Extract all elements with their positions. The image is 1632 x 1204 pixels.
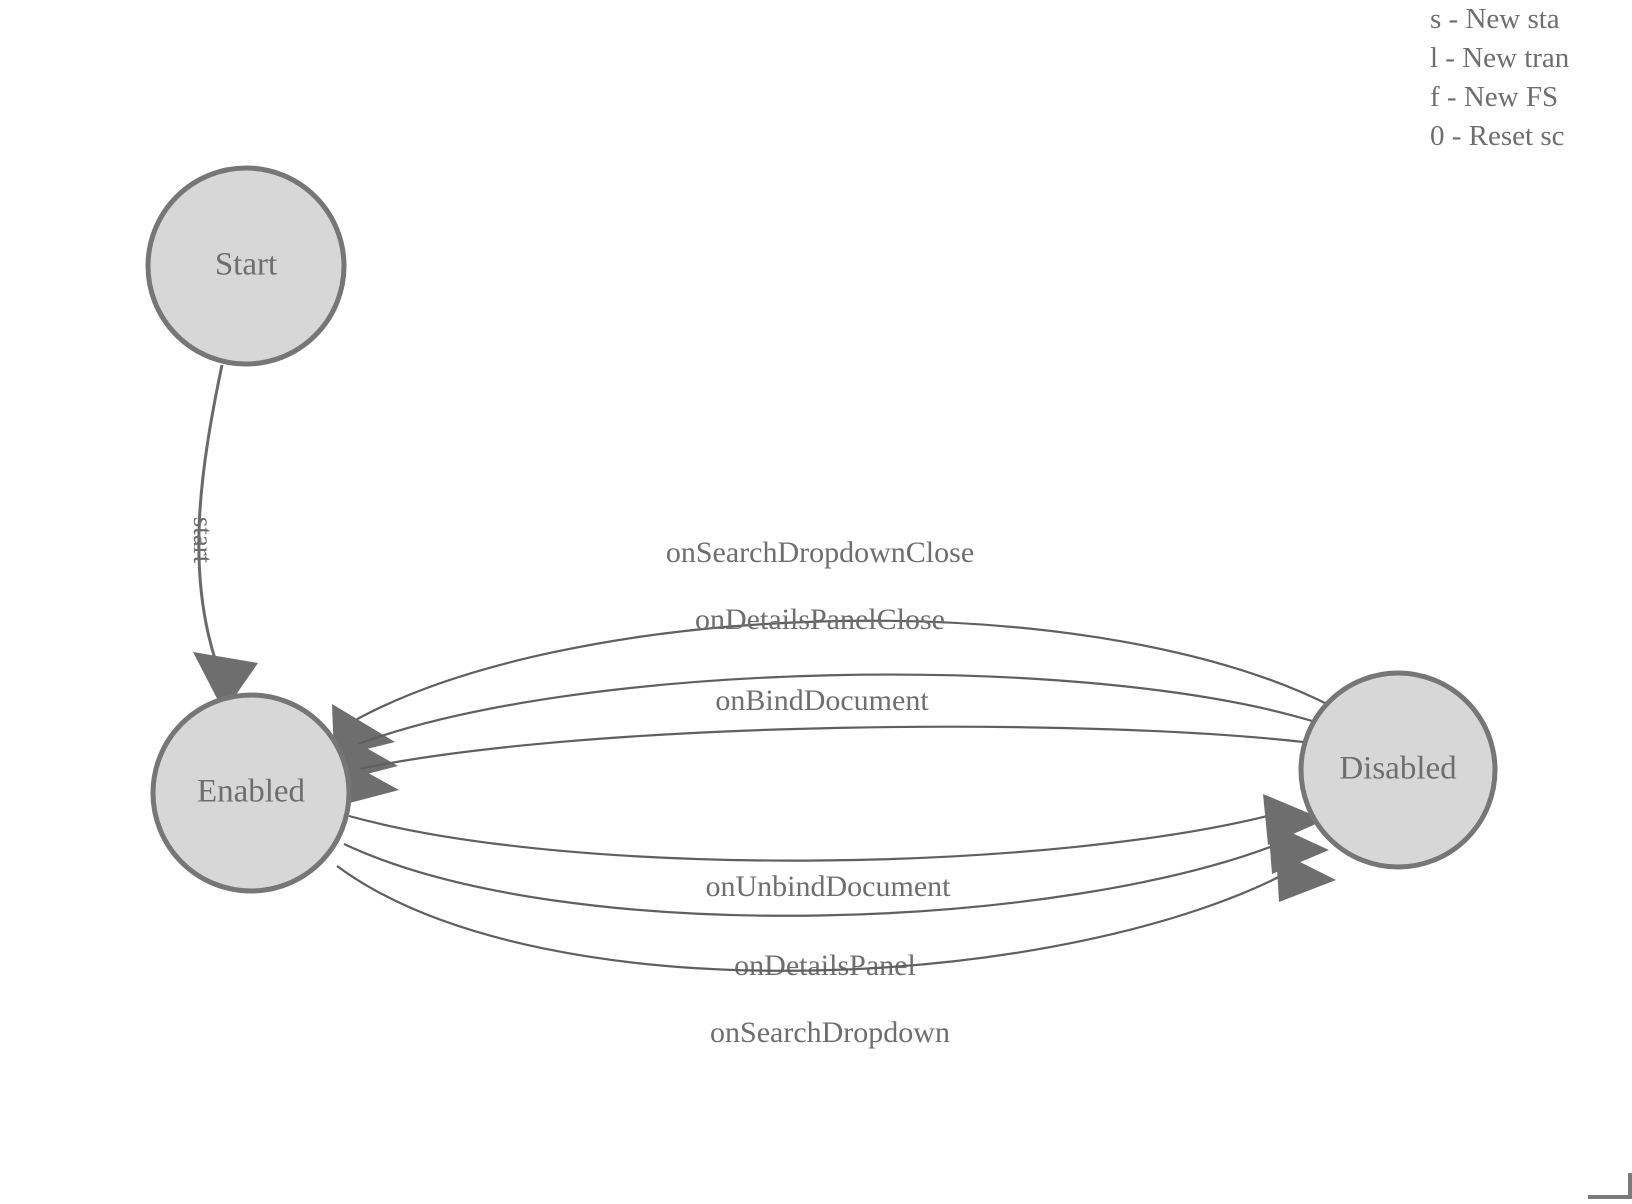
node-disabled-label: Disabled xyxy=(1339,751,1457,787)
node-enabled-label: Enabled xyxy=(197,774,306,810)
edge-ondetailspanel[interactable] xyxy=(343,838,1289,917)
edge-label-ondetailspanel: onDetailsPanel xyxy=(734,949,916,982)
edge-label-onsearchdropdown: onSearchDropdown xyxy=(710,1016,950,1049)
arrowhead-onsearchdropdown xyxy=(1276,850,1336,902)
node-disabled[interactable]: Disabled xyxy=(1298,670,1498,870)
edge-start-to-enabled[interactable] xyxy=(197,364,224,663)
help-line-new-state: s - New sta xyxy=(1430,3,1560,35)
edge-onsearchdropdownclose[interactable] xyxy=(344,619,1330,727)
node-disabled-circle[interactable] xyxy=(1298,670,1498,870)
node-enabled[interactable]: Enabled xyxy=(150,692,352,894)
help-line-new-fsm: f - New FS xyxy=(1430,81,1559,113)
edge-onunbinddocument[interactable] xyxy=(348,810,1284,862)
node-enabled-circle[interactable] xyxy=(150,692,352,894)
edge-label-ondetailspanelclose: onDetailsPanelClose xyxy=(695,603,945,636)
node-start-circle[interactable] xyxy=(145,165,347,367)
edge-label-start: start xyxy=(188,517,218,564)
edge-onbinddocument[interactable] xyxy=(349,725,1321,773)
node-start-label: Start xyxy=(215,247,277,283)
edge-label-onunbinddocument: onUnbindDocument xyxy=(706,870,952,903)
help-legend: s - New sta l - New tran f - New FS 0 - … xyxy=(1430,0,1632,156)
node-start[interactable]: Start xyxy=(145,165,347,367)
arrowhead-start-to-enabled xyxy=(193,652,258,712)
arrowhead-onbinddocument xyxy=(337,756,399,806)
edge-ondetailspanelclose[interactable] xyxy=(347,673,1323,750)
help-line-reset: 0 - Reset sc xyxy=(1430,120,1565,152)
edge-label-onsearchdropdownclose: onSearchDropdownClose xyxy=(666,536,974,569)
edge-label-onbinddocument: onBindDocument xyxy=(715,684,929,717)
resize-corner-handle[interactable] xyxy=(1588,1173,1632,1199)
help-line-new-transition: l - New tran xyxy=(1430,42,1570,74)
edge-onsearchdropdown[interactable] xyxy=(336,865,1297,972)
